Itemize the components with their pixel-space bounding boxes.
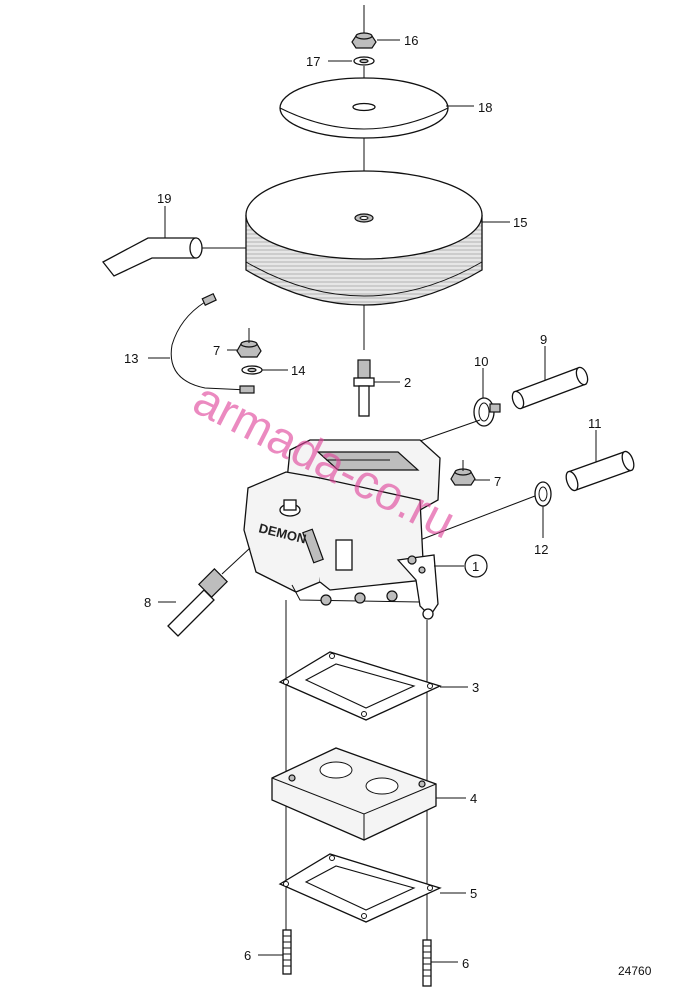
callout-5: 5: [470, 886, 477, 901]
stud-6-left: [282, 929, 292, 975]
figure-number: 24760: [618, 964, 652, 978]
callout-10: 10: [474, 354, 488, 369]
callout-9: 9: [540, 332, 547, 347]
washer-17: [353, 56, 375, 66]
callout-14: 14: [291, 363, 305, 378]
callout-7-right: 7: [494, 474, 501, 489]
breather-hose-19: [102, 237, 246, 277]
callout-8: 8: [144, 595, 151, 610]
cover-disc-18: [279, 77, 449, 139]
gasket-5: [278, 853, 442, 923]
callout-1-circle: [464, 554, 488, 578]
leader-8-link: [221, 547, 251, 575]
callout-16: 16: [404, 33, 418, 48]
callout-4: 4: [470, 791, 477, 806]
clamp-12: [534, 481, 552, 507]
callout-18: 18: [478, 100, 492, 115]
leader-clamp-to-carb: [419, 495, 536, 541]
callout-13: 13: [124, 351, 138, 366]
gasket-3: [278, 651, 442, 721]
stud-2: [353, 359, 375, 417]
sensor-wire-13: [170, 292, 255, 394]
air-filter-15: [245, 170, 483, 306]
callout-1: 1: [472, 559, 479, 574]
callout-11: 11: [588, 416, 602, 431]
callout-3: 3: [472, 680, 479, 695]
washer-14: [241, 365, 263, 375]
spacer-block-4: [271, 747, 437, 841]
callout-7-left: 7: [213, 343, 220, 358]
callout-2: 2: [404, 375, 411, 390]
callout-12: 12: [534, 542, 548, 557]
callout-6-right: 6: [462, 956, 469, 971]
hose-9: [511, 366, 589, 410]
callout-15: 15: [513, 215, 527, 230]
callout-6-left: 6: [244, 948, 251, 963]
hose-11: [565, 450, 635, 492]
nut-7-left: [236, 340, 262, 358]
callout-19: 19: [157, 191, 171, 206]
stud-6-right: [422, 939, 432, 987]
nut-16: [351, 32, 377, 49]
carburetor-body: DEMON: [243, 439, 441, 620]
nut-7-right: [450, 468, 476, 486]
callout-17: 17: [306, 54, 320, 69]
clamp-10: [473, 397, 501, 427]
sensor-8: [167, 568, 228, 637]
